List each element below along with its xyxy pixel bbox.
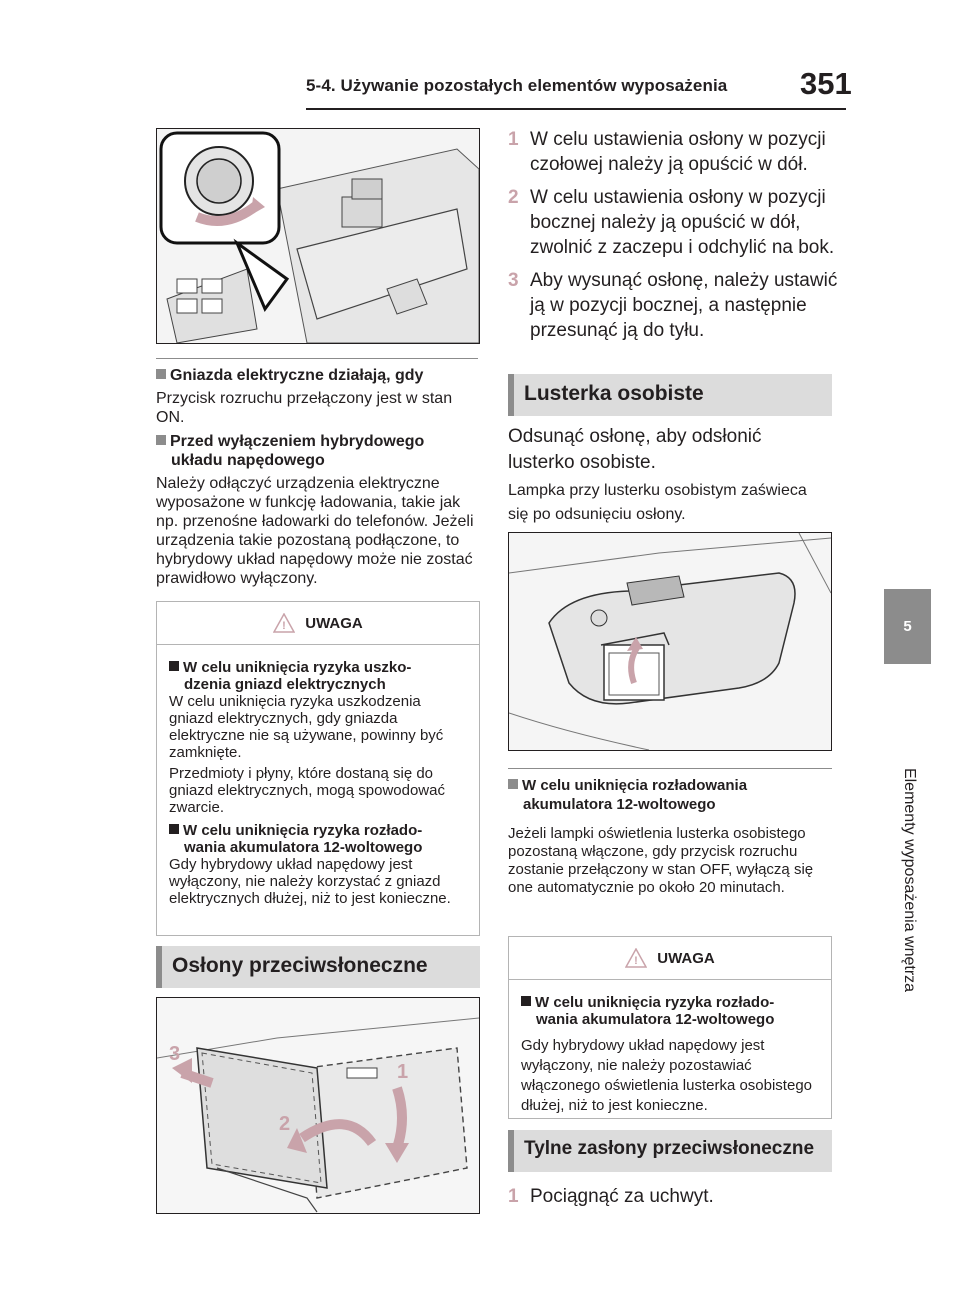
caution-item1-title: W celu uniknięcia ryzyka uszko-dzenia gn…: [169, 659, 467, 693]
sockets-text: Przycisk rozruchu przełączony jest w sta…: [156, 390, 453, 426]
caution-title-line2: wania akumulatora 12-woltowego: [536, 1011, 775, 1028]
caution-title: W celu uniknięcia ryzyka rozłado-wania a…: [521, 994, 819, 1028]
bullet-square-icon: [156, 435, 166, 445]
caution-box-left: ! UWAGA W celu uniknięcia ryzyka uszko-d…: [156, 601, 480, 936]
step-number: 1: [508, 1186, 519, 1207]
step-number: 1: [508, 129, 519, 150]
chapter-label: Elementy wyposażenia wnętrza: [901, 767, 918, 993]
step-number: 2: [508, 187, 519, 208]
caution-item2-title: W celu uniknięcia ryzyka rozłado-wania a…: [169, 822, 467, 856]
bullet-square-icon: [169, 824, 179, 834]
before-off-title: Przed wyłączeniem hybrydowego układu nap…: [156, 432, 486, 470]
visor-section-title: Osłony przeciwsłoneczne: [156, 946, 480, 988]
before-off-title-line1: Przed wyłączeniem hybrydowego: [170, 433, 425, 450]
bullet-square-icon: [156, 369, 166, 379]
caution-item1-text1: W celu uniknięcia ryzyka uszkodzenia gni…: [169, 693, 444, 761]
page-number: 351: [800, 66, 852, 101]
step-text: Aby wysunąć osłonę, należy ustawić ją w …: [530, 270, 838, 341]
sockets-title-text: Gniazda elektryczne działają, gdy: [170, 367, 424, 384]
rear-step-1: 1 Pociągnąć za uchwyt.: [508, 1184, 838, 1209]
sockets-title: Gniazda elektryczne działają, gdy: [156, 366, 486, 385]
step-3: 3 Aby wysunąć osłonę, należy ustawić ją w…: [508, 268, 838, 343]
caution-item1-text2: Przedmioty i płyny, które dostaną się do…: [169, 765, 445, 816]
visor-label-2: 2: [279, 1113, 290, 1135]
caution-heading-text: UWAGA: [657, 949, 715, 967]
visor-label-1: 1: [397, 1061, 408, 1083]
rule: [508, 768, 832, 769]
caution-text: Gdy hybrydowy układ napędowy jest wyłącz…: [521, 1037, 813, 1114]
svg-text:!: !: [634, 955, 638, 967]
running-header: 5-4. Używanie pozostałych elementów wypo…: [306, 76, 728, 95]
header-rule: [306, 108, 846, 110]
mirror-text: Odsunąć osłonę, aby odsłonić lusterko os…: [508, 426, 762, 473]
before-off-text: Należy odłączyć urządzenia elektryczne w…: [156, 475, 474, 587]
step-2: 2 W celu ustawienia osłony w pozycji bocz…: [508, 185, 838, 260]
bullet-square-icon: [508, 779, 518, 789]
mirror-note: Lampka przy lusterku osobistym zaświeca …: [508, 482, 807, 523]
discharge-title-line1: W celu uniknięcia rozładowania: [522, 777, 748, 794]
step-1: 1 W celu ustawienia osłony w pozycji czoł…: [508, 127, 838, 177]
visor-label-3: 3: [169, 1043, 180, 1065]
caution-heading: ! UWAGA: [509, 937, 831, 980]
step-text: Pociągnąć za uchwyt.: [530, 1186, 714, 1207]
power-outlet-figure: [156, 128, 480, 344]
step-text: W celu ustawienia osłony w pozycji boczn…: [530, 187, 835, 258]
mirror-section-title: Lusterka osobiste: [508, 374, 832, 416]
warning-triangle-icon: !: [625, 948, 648, 968]
discharge-text: Jeżeli lampki oświetlenia lusterka osobi…: [508, 825, 814, 896]
before-off-title-line2: układu napędowego: [171, 452, 325, 469]
discharge-title: W celu uniknięcia rozładowania akumulato…: [508, 776, 838, 814]
vanity-mirror-figure: [508, 532, 832, 751]
caution-item2-text: Gdy hybrydowy układ napędowy jest wyłącz…: [169, 856, 451, 907]
caution-box-right: ! UWAGA W celu uniknięcia ryzyka rozłado…: [508, 936, 832, 1119]
sun-visor-figure: 3 1 2: [156, 997, 480, 1214]
step-number: 3: [508, 270, 519, 291]
chapter-tab: 5: [884, 589, 931, 664]
caution-item1-title-line1: W celu uniknięcia ryzyka uszko-: [183, 659, 412, 676]
step-text: W celu ustawienia osłony w pozycji czoło…: [530, 129, 826, 175]
caution-item2-title-line1: W celu uniknięcia ryzyka rozłado-: [183, 822, 423, 839]
warning-triangle-icon: !: [273, 613, 296, 633]
rear-section-title: Tylne zasłony przeciwsłoneczne: [508, 1130, 832, 1172]
visor-steps: 1 W celu ustawienia osłony w pozycji czoł…: [508, 127, 838, 343]
caution-item2-title-line2: wania akumulatora 12-woltowego: [184, 839, 423, 856]
bullet-square-icon: [169, 661, 179, 671]
caution-title-line1: W celu uniknięcia ryzyka rozłado-: [535, 994, 775, 1011]
bullet-square-icon: [521, 996, 531, 1006]
caution-heading-text: UWAGA: [305, 614, 363, 632]
caution-heading: ! UWAGA: [157, 602, 479, 645]
discharge-title-line2: akumulatora 12-woltowego: [523, 796, 716, 813]
rule: [156, 358, 478, 359]
svg-text:!: !: [282, 620, 286, 632]
caution-item1-title-line2: dzenia gniazd elektrycznych: [184, 676, 386, 693]
